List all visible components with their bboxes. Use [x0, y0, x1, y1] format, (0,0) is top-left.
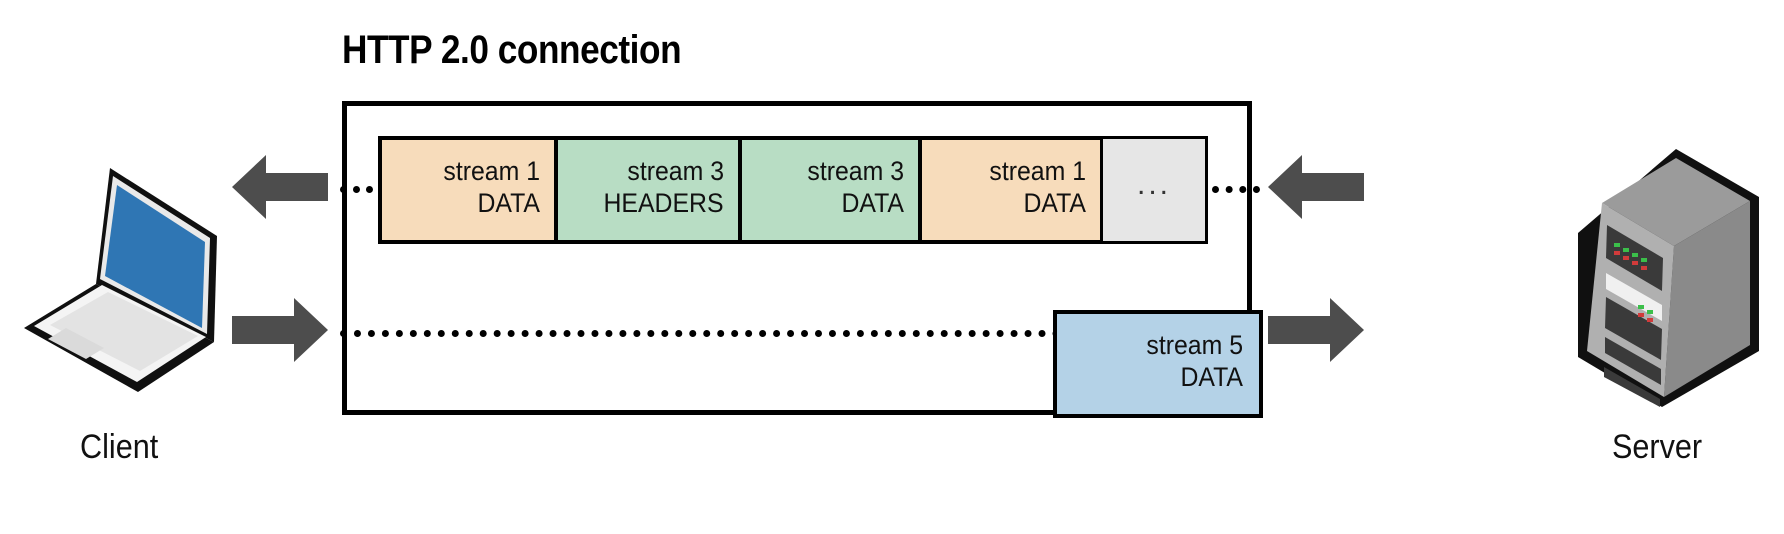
frame-ellipsis-box: ...: [1100, 136, 1208, 244]
arrow-to-server: [1268, 298, 1364, 362]
downstream-frame-strip: stream 1 DATA stream 3 HEADERS stream 3 …: [378, 136, 1208, 244]
frame-stream-label: stream 5: [1146, 330, 1243, 361]
upstream-flow-line: [340, 330, 1060, 337]
frame-type-label: HEADERS: [603, 188, 724, 218]
downstream-flow-line-left: [340, 186, 386, 193]
frame-type-label: DATA: [841, 188, 904, 218]
frame-stream1-data-b[interactable]: stream 1 DATA: [918, 136, 1104, 244]
frame-stream3-data[interactable]: stream 3 DATA: [738, 136, 922, 244]
server-label: Server: [1612, 428, 1703, 466]
frame-type-label: DATA: [477, 188, 540, 218]
frame-type-label: DATA: [1180, 362, 1243, 392]
page-title: HTTP 2.0 connection: [342, 28, 682, 72]
frame-stream-label: stream 1: [989, 156, 1086, 187]
frame-stream-label: stream 1: [443, 156, 540, 187]
frame-type-label: DATA: [1023, 188, 1086, 218]
client-label: Client: [80, 428, 159, 466]
laptop-icon: [18, 152, 223, 407]
frame-stream-label: stream 3: [627, 156, 724, 187]
arrow-from-server: [1268, 155, 1364, 219]
server-tower-icon: [1570, 145, 1765, 415]
downstream-flow-line-right: [1212, 186, 1260, 193]
arrow-to-client: [232, 155, 328, 219]
frame-stream-label: stream 3: [807, 156, 904, 187]
frame-stream1-data-a[interactable]: stream 1 DATA: [378, 136, 558, 244]
frame-stream3-headers[interactable]: stream 3 HEADERS: [554, 136, 742, 244]
frame-stream5-data[interactable]: stream 5 DATA: [1053, 310, 1263, 418]
arrow-from-client: [232, 298, 328, 362]
http2-connection-frame: [342, 101, 1252, 415]
